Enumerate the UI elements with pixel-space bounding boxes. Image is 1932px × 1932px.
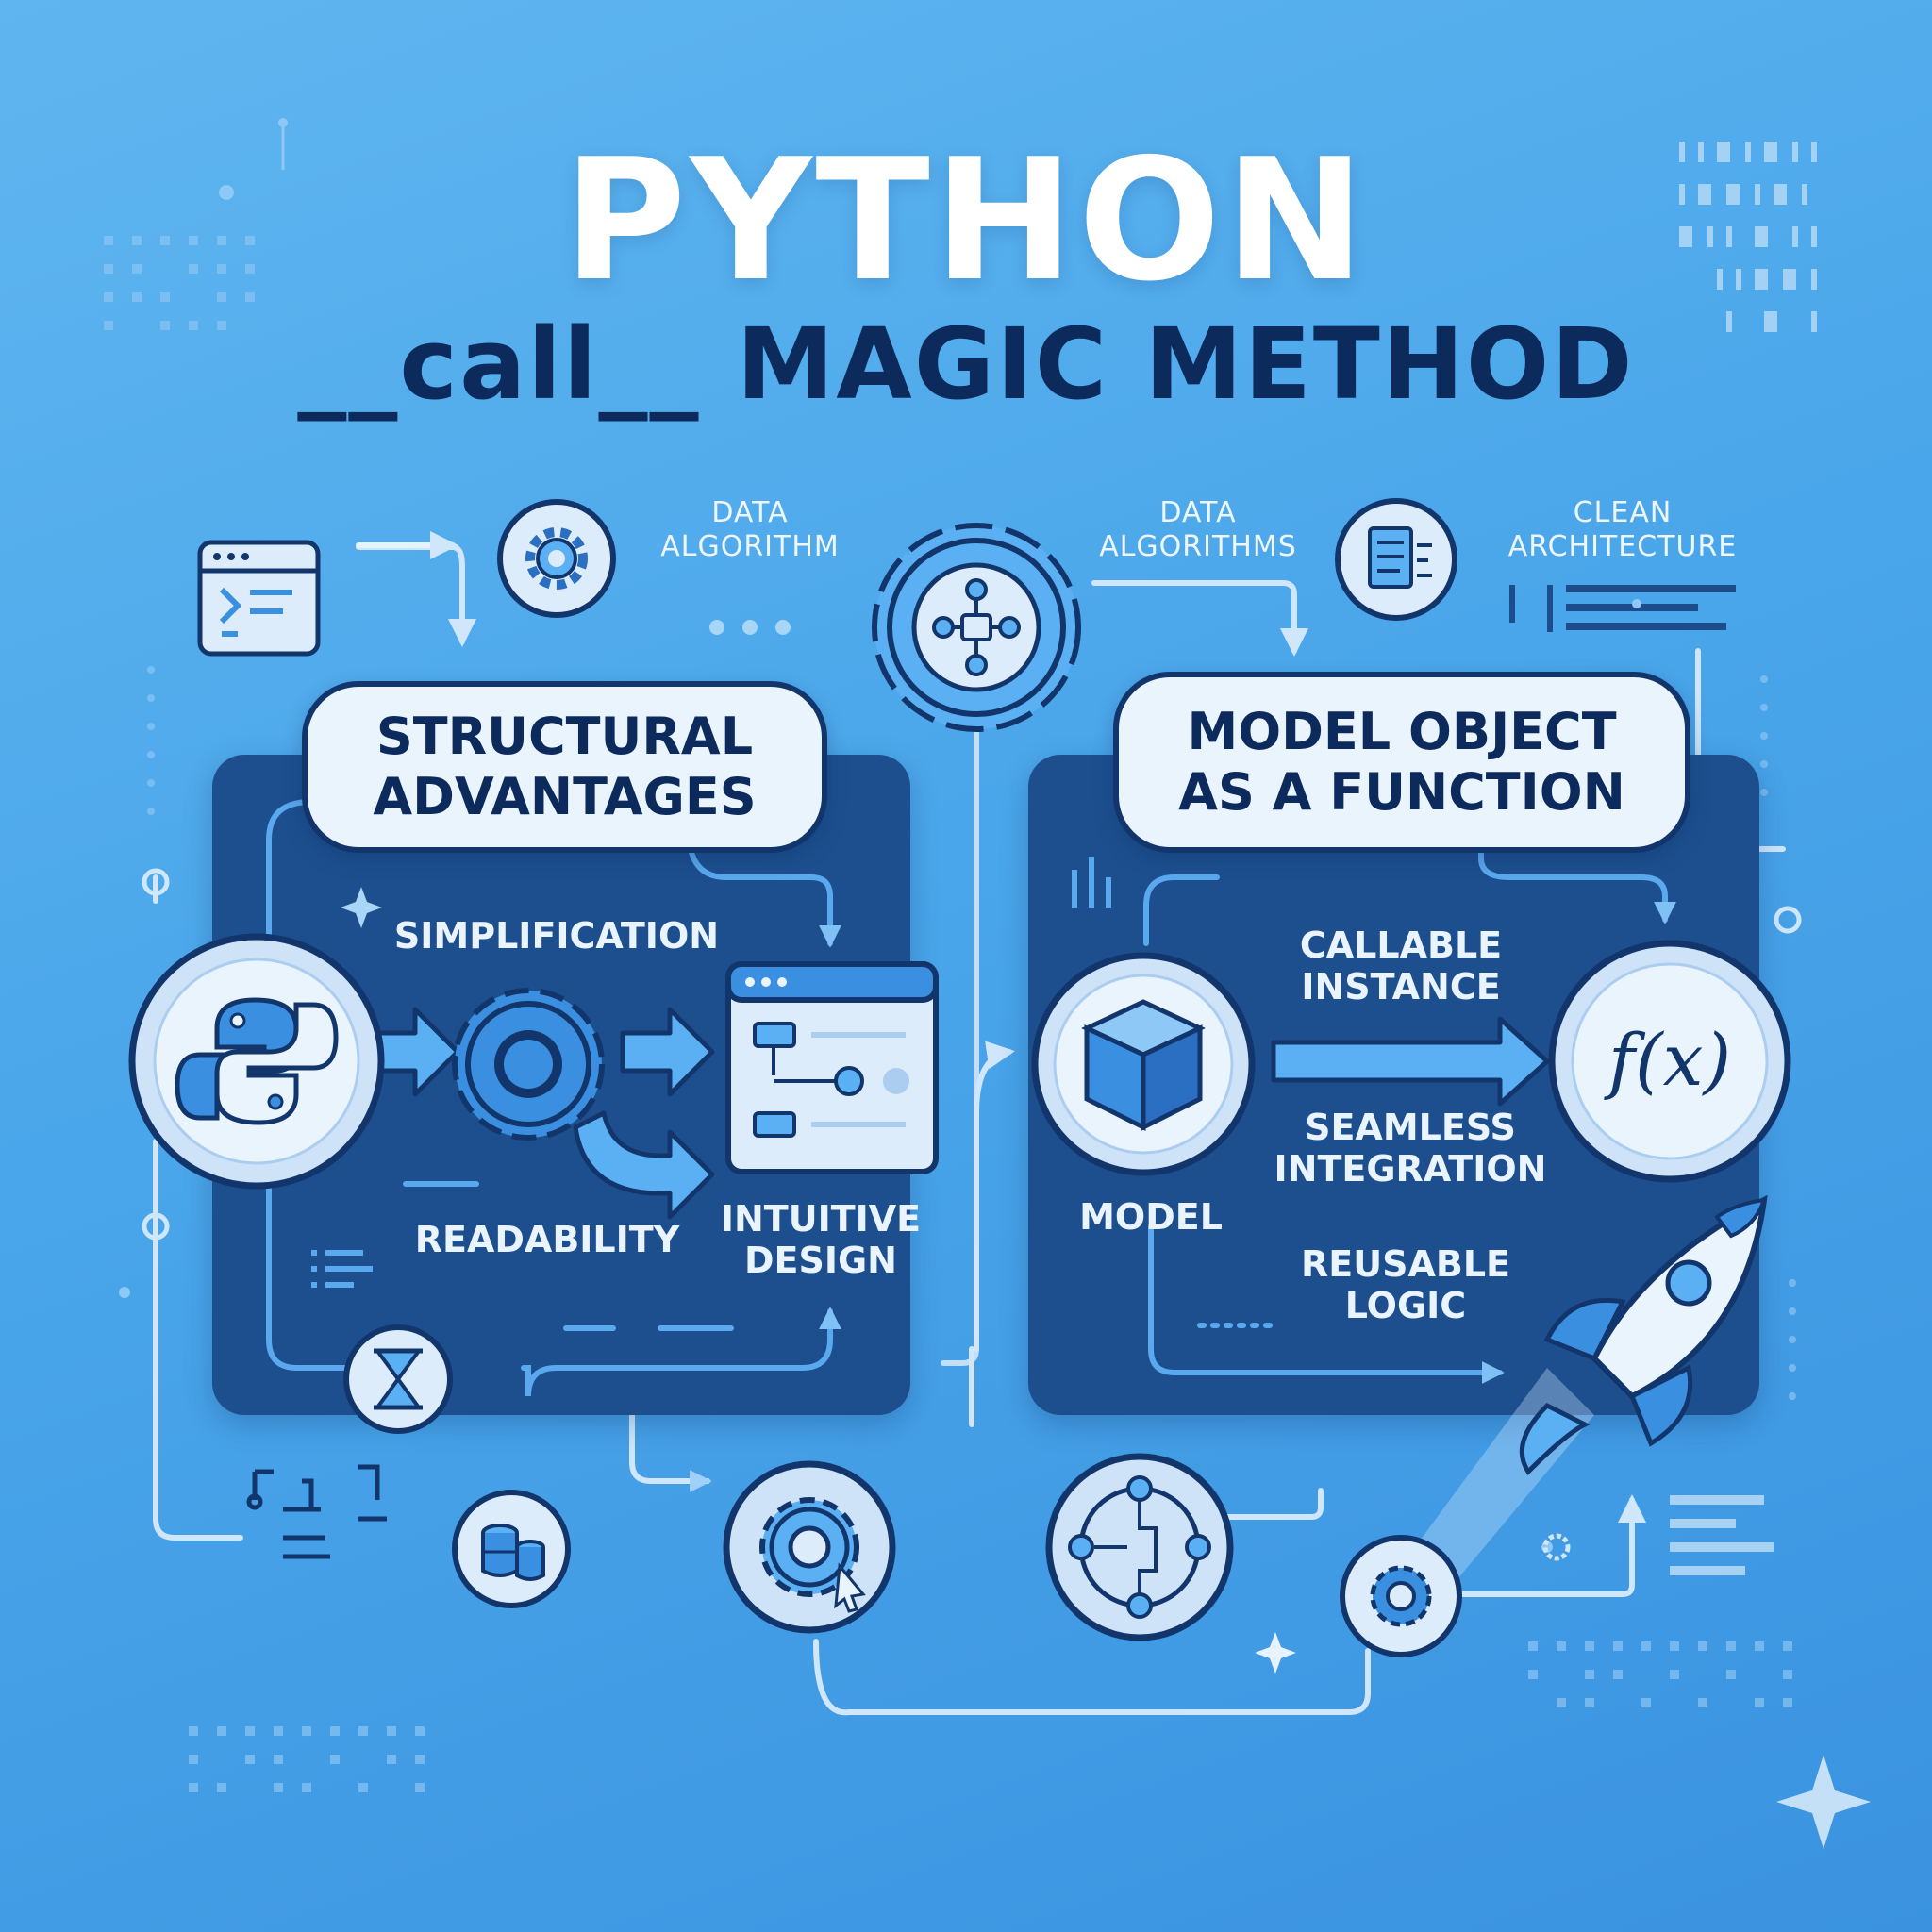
label-callable-instance: CALLABLE INSTANCE — [1299, 924, 1503, 1008]
code-window-icon — [197, 540, 321, 657]
label-seamless-integration: SEAMLESS INTEGRATION — [1274, 1107, 1547, 1190]
small-gear-icon — [1340, 1535, 1462, 1657]
label-model: MODEL — [1079, 1196, 1223, 1238]
label-clean-architecture: CLEAN ARCHITECTURE — [1507, 496, 1738, 563]
flow-network-icon — [1045, 1453, 1234, 1641]
document-list-icon — [1335, 498, 1457, 621]
cube-model-icon — [1031, 952, 1256, 1176]
label-reusable-logic: REUSABLE LOGIC — [1301, 1243, 1510, 1326]
function-icon: f(x) — [1548, 940, 1791, 1183]
label-intuitive-design: INTUITIVE DESIGN — [720, 1198, 922, 1281]
label-data-algorithm: DATA ALGORITHM — [660, 496, 840, 563]
structural-advantages-heading: STRUCTURAL ADVANTAGES — [302, 681, 827, 853]
label-simplification: SIMPLIFICATION — [393, 915, 720, 957]
gear-icon — [497, 499, 616, 618]
function-symbol: f(x) — [1604, 1018, 1731, 1102]
page-title: PYTHON — [562, 123, 1370, 318]
gear-cursor-icon — [723, 1460, 896, 1634]
settings-gear-icon — [452, 988, 605, 1141]
tiny-gear-icon — [1542, 1533, 1571, 1561]
model-object-heading: MODEL OBJECT AS A FUNCTION — [1113, 672, 1690, 853]
window-flowchart-icon — [725, 961, 939, 1174]
python-logo-icon — [128, 933, 385, 1190]
page-subtitle: __call__ MAGIC METHOD — [297, 307, 1635, 422]
label-data-algorithms: DATA ALGORITHMS — [1099, 496, 1297, 563]
rocket-icon — [1415, 1194, 1768, 1585]
label-readability: READABILITY — [414, 1219, 680, 1260]
central-gear-flow-icon — [872, 523, 1081, 732]
database-icon — [452, 1490, 571, 1608]
hourglass-icon — [343, 1324, 453, 1434]
circuit-icon — [246, 1464, 387, 1559]
